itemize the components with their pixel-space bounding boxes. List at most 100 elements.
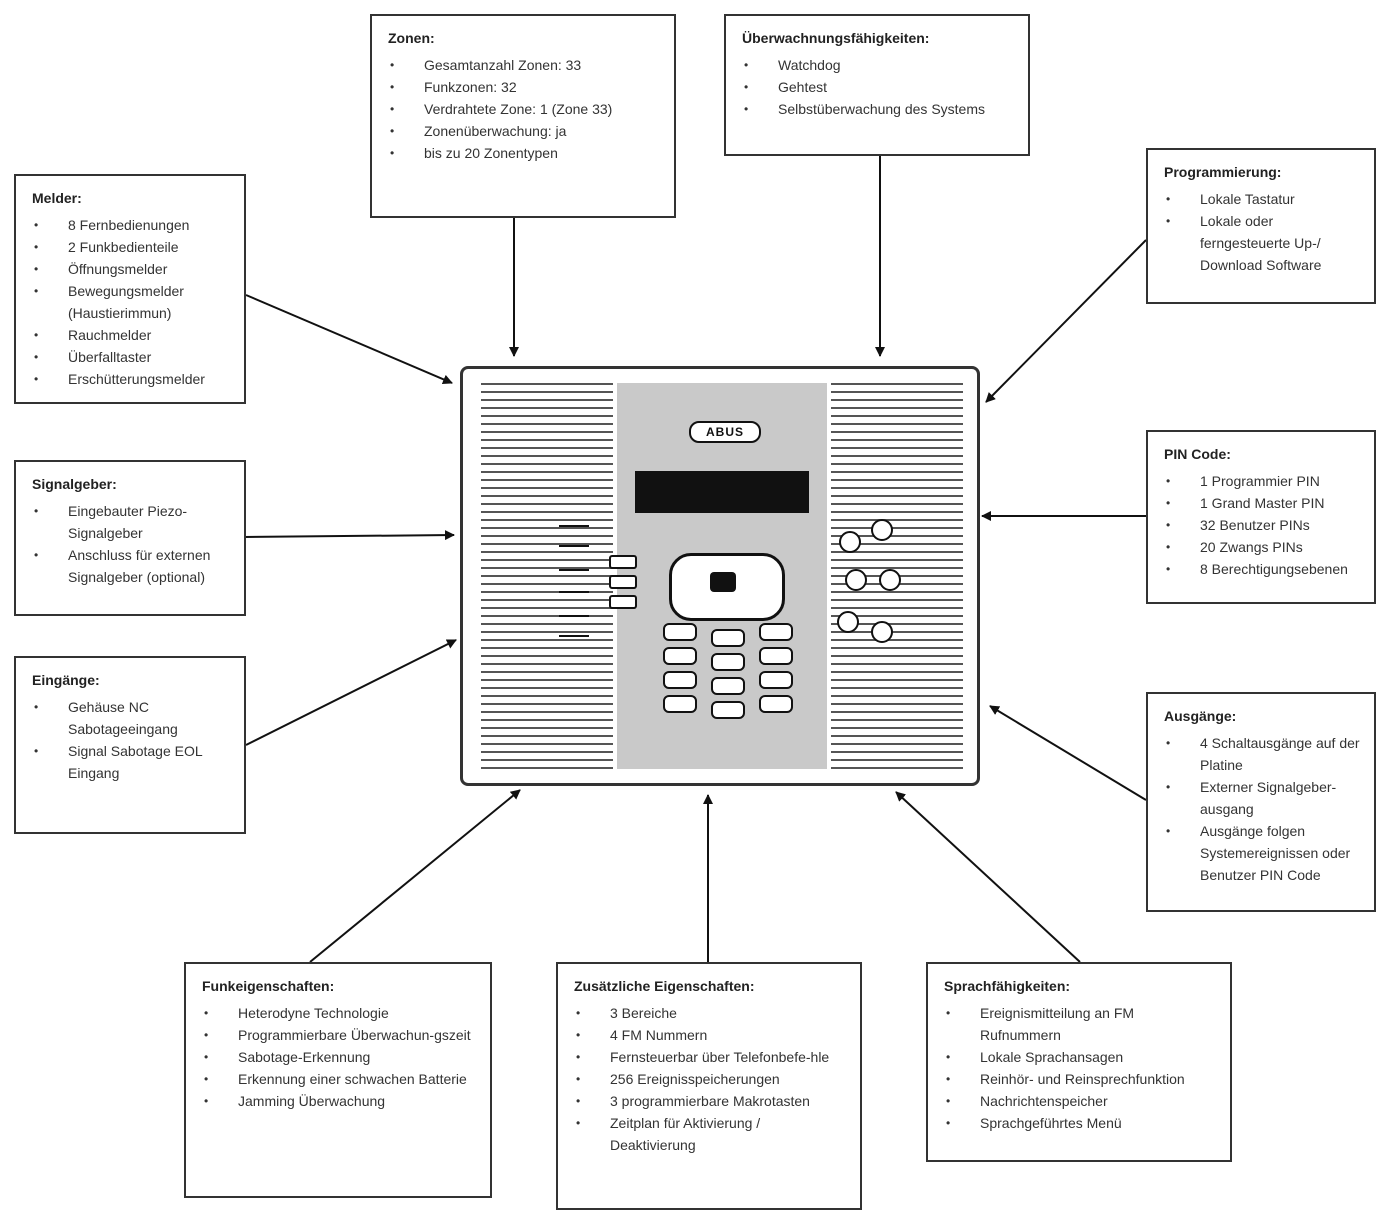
function-key [609, 555, 637, 569]
ausgaenge-box: Ausgänge: 4 Schaltausgänge auf der Plati… [1146, 692, 1376, 912]
sprache-title: Sprachfähigkeiten: [944, 978, 1071, 994]
list-item: Zonenüberwachung: ja [388, 120, 660, 142]
ausgaenge-title: Ausgänge: [1164, 708, 1237, 724]
keypad-key [711, 629, 745, 647]
list-item: Anschluss für externen Signalgeber (opti… [32, 544, 230, 588]
programmierung-list: Lokale TastaturLokale oder ferngesteuert… [1164, 188, 1360, 276]
keypad-key [711, 701, 745, 719]
list-item: Signal Sabotage EOL Eingang [32, 740, 230, 784]
zonen-list: Gesamtanzahl Zonen: 33Funkzonen: 32Verdr… [388, 54, 660, 164]
keypad-key [663, 695, 697, 713]
list-item: Sprachgeführtes Menü [944, 1112, 1216, 1134]
programmierung-box: Programmierung: Lokale TastaturLokale od… [1146, 148, 1376, 304]
list-item: Externer Signalgeber-ausgang [1164, 776, 1360, 820]
keypad-panel: ABUS [617, 383, 827, 769]
list-item: 1 Programmier PIN [1164, 470, 1360, 492]
keypad-key [663, 623, 697, 641]
list-item: Watchdog [742, 54, 1014, 76]
eingaenge-list: Gehäuse NC SabotageeingangSignal Sabotag… [32, 696, 230, 784]
list-item: Lokale Sprachansagen [944, 1046, 1216, 1068]
pincode-list: 1 Programmier PIN1 Grand Master PIN32 Be… [1164, 470, 1360, 580]
list-item: Selbstüberwachung des Systems [742, 98, 1014, 120]
function-key [609, 575, 637, 589]
zusaetzlich-list: 3 Bereiche4 FM NummernFernsteuerbar über… [574, 1002, 846, 1156]
sprache-box: Sprachfähigkeiten: Ereignismitteilung an… [926, 962, 1232, 1162]
zonen-box: Zonen: Gesamtanzahl Zonen: 33Funkzonen: … [370, 14, 676, 218]
eingaenge-title: Eingänge: [32, 672, 100, 688]
arrow-signalgeber [243, 530, 455, 541]
list-item: Ereignismitteilung an FM Rufnummern [944, 1002, 1216, 1046]
list-item: Gehtest [742, 76, 1014, 98]
list-item: Lokale oder ferngesteuerte Up-/ Download… [1164, 210, 1360, 276]
melder-box: Melder: 8 Fernbedienungen2 Funkbedientei… [14, 174, 246, 404]
list-item: 8 Fernbedienungen [32, 214, 230, 236]
ueberwachung-list: WatchdogGehtestSelbstüberwachung des Sys… [742, 54, 1014, 120]
list-item: Programmierbare Überwachun-gszeit [202, 1024, 476, 1046]
list-item: Sabotage-Erkennung [202, 1046, 476, 1068]
round-button [845, 569, 867, 591]
list-item: Reinhör- und Reinsprechfunktion [944, 1068, 1216, 1090]
melder-title: Melder: [32, 190, 82, 206]
status-led [559, 569, 589, 571]
list-item: Eingebauter Piezo-Signalgeber [32, 500, 230, 544]
list-item: Heterodyne Technologie [202, 1002, 476, 1024]
round-button [871, 519, 893, 541]
signalgeber-title: Signalgeber: [32, 476, 117, 492]
list-item: 3 Bereiche [574, 1002, 846, 1024]
ueberwachung-title: Überwachnungsfähigkeiten: [742, 30, 930, 46]
list-item: Funkzonen: 32 [388, 76, 660, 98]
funk-title: Funkeigenschaften: [202, 978, 335, 994]
list-item: Jamming Überwachung [202, 1090, 476, 1112]
list-item: Erschütterungsmelder [32, 368, 230, 390]
list-item: Fernsteuerbar über Telefonbefe-hle [574, 1046, 846, 1068]
list-item: 4 Schaltausgänge auf der Platine [1164, 732, 1360, 776]
ueberwachung-box: Überwachnungsfähigkeiten: WatchdogGehtes… [724, 14, 1030, 156]
arrow-ausgaenge [989, 705, 1147, 801]
navigation-cross [669, 553, 785, 621]
status-led [559, 635, 589, 637]
funk-list: Heterodyne TechnologieProgrammierbare Üb… [202, 1002, 476, 1112]
keypad-key [759, 695, 793, 713]
list-item: 3 programmierbare Makrotasten [574, 1090, 846, 1112]
pincode-box: PIN Code: 1 Programmier PIN1 Grand Maste… [1146, 430, 1376, 604]
left-speaker-grille [481, 383, 613, 769]
keypad-key [711, 653, 745, 671]
list-item: Rauchmelder [32, 324, 230, 346]
keypad-key [663, 647, 697, 665]
zonen-title: Zonen: [388, 30, 435, 46]
keypad-key [759, 647, 793, 665]
list-item: 8 Berechtigungsebenen [1164, 558, 1360, 580]
keypad-key [663, 671, 697, 689]
list-item: 4 FM Nummern [574, 1024, 846, 1046]
status-led [559, 525, 589, 527]
programmierung-title: Programmierung: [1164, 164, 1282, 180]
arrow-programmierung [985, 239, 1147, 403]
list-item: bis zu 20 Zonentypen [388, 142, 660, 164]
round-button [879, 569, 901, 591]
status-led [559, 615, 589, 617]
list-item: Gesamtanzahl Zonen: 33 [388, 54, 660, 76]
alarm-control-panel: ABUS [460, 366, 980, 786]
list-item: Öffnungsmelder [32, 258, 230, 280]
list-item: Überfalltaster [32, 346, 230, 368]
brand-logo: ABUS [689, 421, 761, 443]
sprache-list: Ereignismitteilung an FM RufnummernLokal… [944, 1002, 1216, 1134]
status-led [559, 545, 589, 547]
signalgeber-list: Eingebauter Piezo-SignalgeberAnschluss f… [32, 500, 230, 588]
arrow-funk [309, 789, 521, 963]
list-item: 256 Ereignisspeicherungen [574, 1068, 846, 1090]
round-button [839, 531, 861, 553]
eingaenge-box: Eingänge: Gehäuse NC SabotageeingangSign… [14, 656, 246, 834]
list-item: Nachrichtenspeicher [944, 1090, 1216, 1112]
status-led [559, 591, 589, 593]
nav-center-key [710, 572, 736, 592]
ausgaenge-list: 4 Schaltausgänge auf der PlatineExterner… [1164, 732, 1360, 886]
arrow-melder [245, 294, 453, 385]
list-item: Erkennung einer schwachen Batterie [202, 1068, 476, 1090]
melder-list: 8 Fernbedienungen2 FunkbedienteileÖffnun… [32, 214, 230, 390]
list-item: 1 Grand Master PIN [1164, 492, 1360, 514]
arrow-sprache [895, 791, 1081, 963]
list-item: 2 Funkbedienteile [32, 236, 230, 258]
pincode-title: PIN Code: [1164, 446, 1231, 462]
function-key [609, 595, 637, 609]
